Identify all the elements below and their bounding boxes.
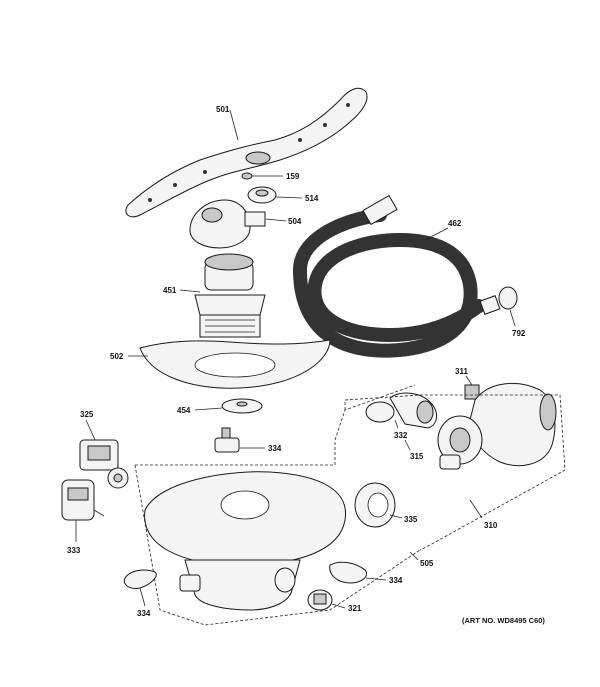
part-514	[247, 186, 277, 204]
part-454	[221, 398, 263, 414]
spray-arm-501	[125, 87, 368, 218]
housing-315	[365, 392, 437, 429]
clamp-792	[498, 286, 518, 310]
label-792: 792	[512, 329, 526, 338]
pump-451	[194, 253, 266, 338]
part-325	[79, 439, 129, 489]
label-333: 333	[67, 546, 81, 555]
label-501: 501	[216, 105, 230, 114]
part-504	[189, 199, 266, 249]
sump-505	[144, 471, 347, 611]
art-number: (ART NO. WD8495 C60)	[462, 616, 545, 625]
part-334-top	[214, 427, 240, 453]
part-334-left	[123, 569, 157, 589]
label-505: 505	[420, 559, 434, 568]
label-159: 159	[286, 172, 300, 181]
label-315: 315	[410, 452, 424, 461]
filter-502	[139, 339, 331, 389]
label-325: 325	[80, 410, 94, 419]
part-334-right	[329, 561, 367, 584]
pump-310	[437, 382, 557, 470]
label-310: 310	[484, 521, 498, 530]
label-504: 504	[288, 217, 302, 226]
label-321: 321	[348, 604, 362, 613]
label-334c: 334	[389, 576, 403, 585]
label-335: 335	[404, 515, 418, 524]
label-334b: 334	[137, 609, 151, 618]
label-454: 454	[177, 406, 191, 415]
label-462: 462	[448, 219, 462, 228]
part-333	[61, 479, 105, 521]
label-334a: 334	[268, 444, 282, 453]
label-502: 502	[110, 352, 124, 361]
label-514: 514	[305, 194, 319, 203]
label-332: 332	[394, 431, 408, 440]
part-159	[241, 172, 253, 180]
label-311: 311	[455, 367, 468, 376]
label-451: 451	[163, 286, 177, 295]
part-321	[307, 589, 333, 611]
drain-hose-462	[293, 194, 501, 358]
part-335	[354, 482, 396, 528]
